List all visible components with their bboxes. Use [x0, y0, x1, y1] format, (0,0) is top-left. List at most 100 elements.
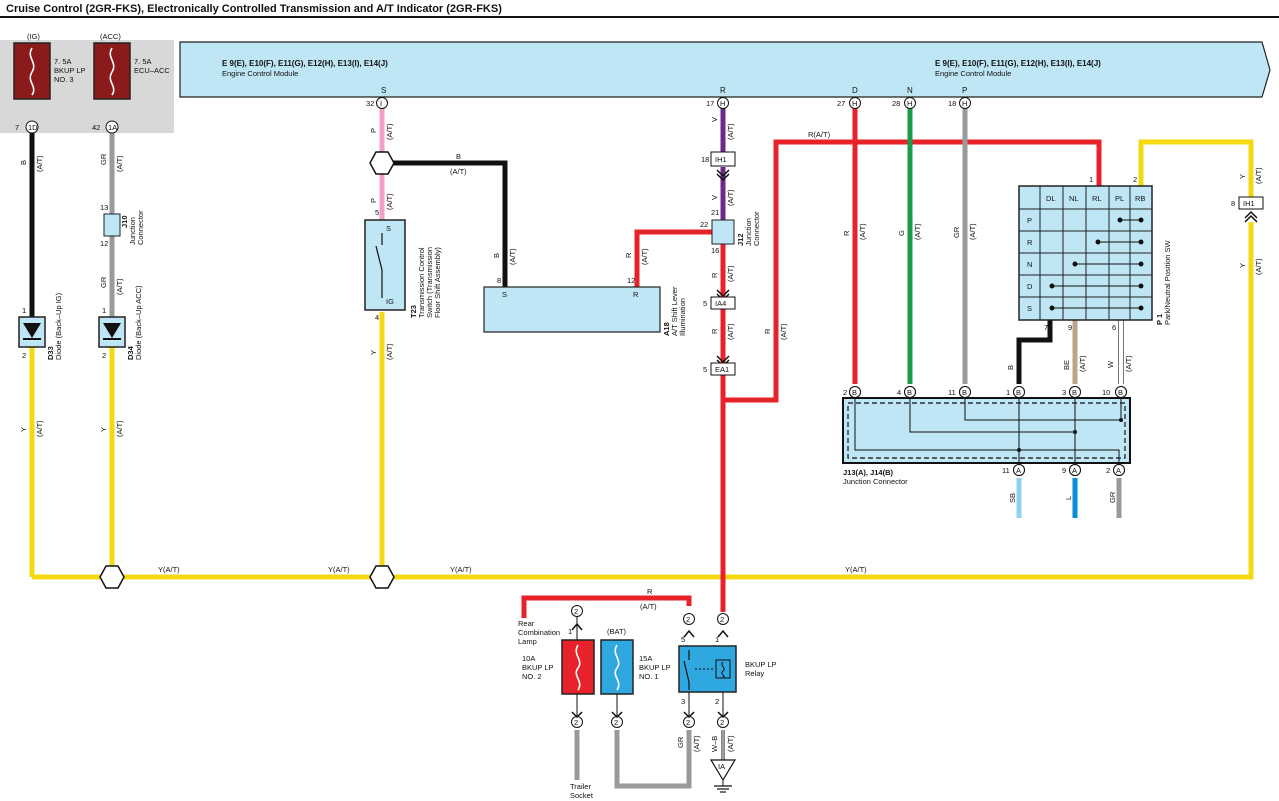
svg-text:PL: PL [1115, 194, 1124, 203]
svg-text:9: 9 [1068, 323, 1072, 332]
svg-text:1D: 1D [28, 123, 38, 132]
svg-text:SB: SB [1008, 493, 1017, 503]
svg-text:Y(A/T): Y(A/T) [158, 565, 180, 574]
svg-text:Switch (Transmission: Switch (Transmission [425, 247, 434, 318]
svg-text:2: 2 [22, 351, 26, 360]
svg-text:(A/T): (A/T) [726, 265, 735, 282]
svg-text:1A: 1A [108, 123, 117, 132]
svg-text:GR: GR [99, 276, 108, 288]
svg-text:(A/T): (A/T) [913, 223, 922, 240]
svg-text:RB: RB [1135, 194, 1145, 203]
svg-text:(A/T): (A/T) [115, 278, 124, 295]
wire-r-a18 [634, 229, 712, 287]
svg-text:Socket: Socket [570, 791, 594, 800]
svg-text:1: 1 [102, 306, 106, 315]
svg-text:Relay: Relay [745, 669, 764, 678]
svg-text:12: 12 [627, 276, 635, 285]
svg-text:2: 2 [102, 351, 106, 360]
svg-text:W–B: W–B [710, 736, 719, 752]
svg-text:A: A [1016, 466, 1021, 475]
svg-text:28: 28 [892, 99, 900, 108]
svg-text:Lamp: Lamp [518, 637, 537, 646]
svg-text:17: 17 [706, 99, 714, 108]
shift-lever-illumination-a18: S R 8 12 A18 A/T Shift Lever Illuminatio… [483, 276, 687, 336]
svg-text:Illumination: Illumination [678, 298, 687, 336]
svg-text:10A: 10A [522, 654, 535, 663]
svg-text:N: N [907, 86, 913, 95]
svg-text:I: I [380, 99, 382, 108]
svg-text:10: 10 [1102, 388, 1110, 397]
svg-text:B: B [456, 152, 461, 161]
svg-text:(A/T): (A/T) [858, 223, 867, 240]
svg-text:2: 2 [843, 388, 847, 397]
svg-text:D34: D34 [126, 345, 135, 360]
svg-text:2: 2 [574, 607, 578, 616]
svg-text:T23: T23 [409, 305, 418, 318]
svg-text:H: H [962, 99, 967, 108]
svg-text:2: 2 [574, 718, 578, 727]
svg-text:NO. 1: NO. 1 [639, 672, 659, 681]
svg-text:B: B [1118, 388, 1123, 397]
svg-text:1: 1 [1006, 388, 1010, 397]
svg-text:H: H [720, 99, 725, 108]
svg-text:4: 4 [375, 313, 379, 322]
svg-text:(A/T): (A/T) [1078, 355, 1087, 372]
svg-text:R: R [1027, 238, 1033, 247]
svg-text:(BAT): (BAT) [607, 627, 627, 636]
svg-text:(A/T): (A/T) [385, 193, 394, 210]
junction-connector-j12: 21 22 16 J12 Junction Connector [700, 208, 761, 255]
svg-text:2: 2 [720, 718, 724, 727]
engine-control-module: E 9(E), E10(F), E11(G), E12(H), E13(I), … [179, 41, 1271, 98]
svg-text:13: 13 [100, 203, 108, 212]
svg-text:5: 5 [703, 365, 707, 374]
svg-text:(A/T): (A/T) [726, 189, 735, 206]
svg-text:3: 3 [1062, 388, 1066, 397]
svg-text:Y: Y [369, 350, 378, 355]
svg-text:Trailer: Trailer [570, 782, 591, 791]
svg-text:Junction: Junction [128, 217, 137, 245]
svg-text:H: H [907, 99, 912, 108]
svg-text:GR: GR [952, 226, 961, 238]
svg-text:S: S [502, 290, 507, 299]
svg-text:32: 32 [366, 99, 374, 108]
svg-text:IG: IG [386, 297, 394, 306]
svg-text:BKUP LP: BKUP LP [522, 663, 554, 672]
svg-text:A/T Shift Lever: A/T Shift Lever [670, 286, 679, 336]
svg-text:6: 6 [1112, 323, 1116, 332]
park-neutral-position-switch-p1: DL NL RL PL RB P R N D S 1 2 7 9 6 P 1 P… [1018, 175, 1172, 332]
svg-text:12: 12 [100, 239, 108, 248]
wire-r-bottom [521, 595, 692, 618]
fuse-bkup-lp-no3: (IG) 7. 5A BKUP LP NO. 3 [13, 32, 86, 100]
svg-text:18: 18 [948, 99, 956, 108]
svg-text:GR: GR [1108, 491, 1117, 503]
svg-text:21: 21 [711, 208, 719, 217]
svg-text:Y(A/T): Y(A/T) [328, 565, 350, 574]
junction-connector-j13-j14: B B B B B B 2 4 11 1 3 10 A A A 11 9 2 J… [842, 386, 1131, 486]
svg-text:42: 42 [92, 123, 100, 132]
svg-text:7: 7 [1044, 323, 1048, 332]
svg-text:GR: GR [676, 736, 685, 748]
svg-text:IA4: IA4 [715, 299, 726, 308]
svg-text:(A/T): (A/T) [385, 123, 394, 140]
svg-text:1: 1 [22, 306, 26, 315]
svg-text:1: 1 [1089, 175, 1093, 184]
svg-text:V: V [710, 117, 719, 122]
svg-text:4: 4 [897, 388, 901, 397]
svg-text:V: V [710, 195, 719, 200]
svg-text:(A/T): (A/T) [115, 155, 124, 172]
svg-text:(ACC): (ACC) [100, 32, 121, 41]
svg-text:J12: J12 [736, 233, 745, 246]
junction-connector-j10: 13 12 J10 Junction Connector [100, 203, 145, 248]
svg-text:EA1: EA1 [715, 365, 729, 374]
diode-d33: 1 2 D33 Diode (Back–Up IG) [18, 292, 63, 360]
svg-text:Connector: Connector [752, 211, 761, 246]
svg-text:S: S [386, 224, 391, 233]
svg-text:B: B [962, 388, 967, 397]
svg-text:BKUP LP: BKUP LP [745, 660, 777, 669]
svg-text:D: D [1027, 282, 1033, 291]
svg-text:(A/T): (A/T) [640, 248, 649, 265]
svg-text:R: R [710, 272, 719, 278]
svg-text:Park/Neutral Position SW: Park/Neutral Position SW [1163, 239, 1172, 325]
svg-text:22: 22 [700, 220, 708, 229]
svg-text:GR: GR [99, 153, 108, 165]
